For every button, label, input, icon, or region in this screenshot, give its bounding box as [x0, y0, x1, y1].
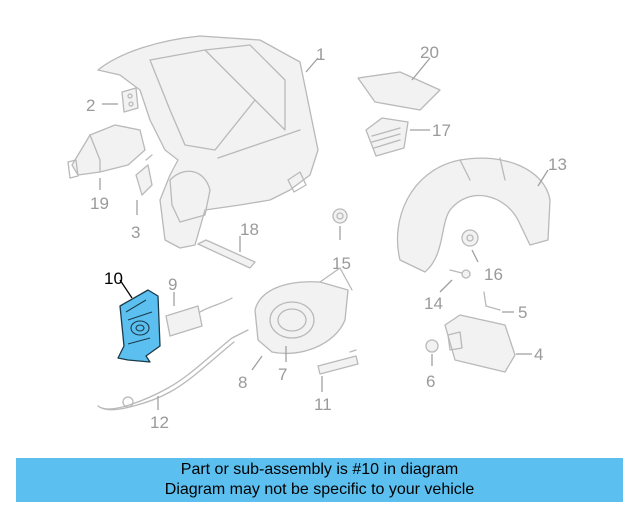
callout-3: 3 — [131, 223, 140, 242]
leader-8 — [251, 355, 263, 371]
leader-16 — [471, 249, 479, 263]
banner-line-1: Part or sub-assembly is #10 in diagram — [180, 461, 459, 478]
callout-18: 18 — [240, 220, 259, 239]
part-11-rod — [317, 349, 359, 375]
info-banner: Part or sub-assembly is #10 in diagram D… — [16, 458, 623, 502]
callout-7: 7 — [278, 365, 287, 384]
part-20-panel — [357, 71, 441, 111]
part-10-bracket[interactable] — [117, 289, 161, 363]
part-14-screw — [449, 269, 471, 279]
part-18-strip — [197, 239, 256, 269]
part-19-housing — [67, 124, 146, 179]
callout-20: 20 — [420, 43, 439, 62]
leader-10 — [119, 279, 133, 299]
banner-line-2: Diagram may not be specific to your vehi… — [164, 481, 475, 498]
part-13-wheel-liner — [396, 157, 551, 273]
callout-5: 5 — [518, 303, 527, 322]
callout-6: 6 — [426, 372, 435, 391]
part-12-cable — [97, 329, 249, 411]
callout-1: 1 — [316, 45, 325, 64]
leader-13 — [537, 169, 549, 187]
part-6-cap — [425, 339, 439, 353]
callout-16: 16 — [484, 265, 503, 284]
leader-1 — [305, 57, 319, 73]
callout-12: 12 — [150, 413, 169, 432]
callout-10: 10 — [104, 269, 123, 288]
callout-15: 15 — [332, 254, 351, 273]
callout-13: 13 — [548, 155, 567, 174]
callout-17: 17 — [432, 121, 451, 140]
callout-11: 11 — [314, 395, 332, 414]
part-16-nut — [461, 229, 479, 247]
part-4-fuel-door — [444, 314, 516, 373]
leader-20 — [411, 57, 431, 81]
part-17-grille — [365, 117, 409, 157]
part-15-clip — [332, 208, 348, 224]
callout-4: 4 — [534, 345, 543, 364]
part-1-quarter-panel — [97, 35, 319, 249]
callout-19: 19 — [90, 194, 109, 213]
part-2-bracket — [121, 87, 139, 113]
part-3-latch — [135, 154, 153, 196]
callout-2: 2 — [86, 96, 95, 115]
part-7-8-filler-housing — [254, 267, 353, 355]
callout-8: 8 — [238, 373, 247, 392]
callout-9: 9 — [168, 275, 177, 294]
part-5-hook — [483, 291, 501, 311]
part-9-actuator — [165, 297, 233, 337]
parts-diagram: 1 2 19 3 18 20 17 13 — [67, 35, 567, 432]
leader-14 — [439, 279, 453, 293]
callout-14: 14 — [424, 294, 443, 313]
